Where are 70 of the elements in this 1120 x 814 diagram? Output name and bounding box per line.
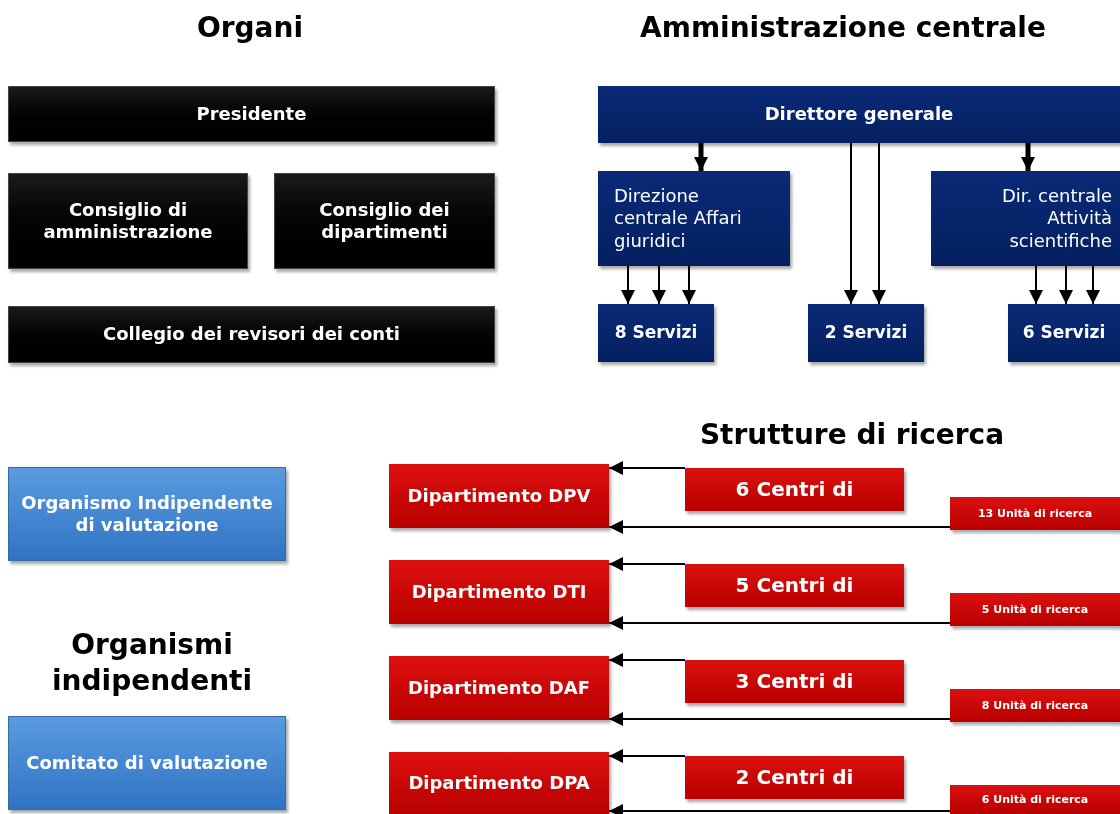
box-label: 5 Unità di ricerca — [981, 602, 1089, 617]
box-label: 3 Centri di — [735, 669, 854, 694]
box-label: 6 Centri di — [735, 477, 854, 502]
org-box — [8, 306, 495, 363]
org-box — [931, 171, 1120, 266]
box-label: Collegio dei revisori dei conti — [103, 323, 400, 346]
box-label: Dipartimento DTI — [411, 580, 587, 604]
box-label: Dipartimento DPA — [408, 771, 590, 795]
box-label: Direttore generale — [764, 103, 954, 126]
box-label: 6 Servizi — [1022, 322, 1106, 344]
box-label: 8 Unità di ricerca — [981, 698, 1089, 713]
box-label: 6 Unità di ricerca — [981, 792, 1089, 807]
box-label: 13 Unità di ricerca — [977, 506, 1093, 521]
org-box — [950, 497, 1120, 530]
org-box — [389, 464, 609, 528]
org-box — [389, 656, 609, 720]
section-heading: Strutture di ricerca — [698, 417, 1006, 453]
arrow — [621, 265, 635, 305]
org-box — [808, 304, 924, 362]
org-box — [598, 171, 790, 266]
org-box — [8, 467, 286, 561]
box-label: Dir. centrale Attività scientifiche — [1001, 184, 1112, 253]
box-label: Organismo Indipendente di valutazione — [20, 491, 274, 537]
section-heading: Amministrazione centrale — [639, 10, 1047, 46]
arrow — [608, 461, 686, 475]
box-label: 5 Centri di — [735, 573, 854, 598]
org-box — [950, 689, 1120, 722]
org-box — [685, 756, 904, 799]
org-box — [1008, 304, 1120, 362]
org-box — [8, 716, 286, 810]
org-box — [685, 468, 904, 511]
box-label: 2 Centri di — [735, 765, 854, 790]
arrow — [694, 143, 708, 171]
arrow — [608, 712, 951, 726]
arrow — [1021, 143, 1035, 171]
arrow — [872, 142, 886, 305]
org-box — [950, 785, 1120, 814]
box-label: Dipartimento DAF — [408, 676, 590, 700]
org-box — [685, 660, 904, 703]
arrow — [1086, 265, 1100, 305]
section-heading: Organi — [195, 10, 305, 46]
box-label: 2 Servizi — [824, 322, 908, 344]
arrow — [608, 616, 951, 630]
org-box — [950, 593, 1120, 626]
arrow — [1059, 265, 1073, 305]
box-label: Consiglio dei dipartimenti — [318, 198, 451, 244]
org-box — [389, 752, 609, 814]
org-box — [8, 86, 495, 142]
org-box — [598, 304, 714, 362]
box-label: Comitato di valutazione — [26, 751, 268, 775]
arrow — [844, 142, 858, 305]
org-box — [274, 173, 495, 269]
arrow — [608, 804, 951, 814]
arrow — [652, 265, 666, 305]
box-label: Dipartimento DPV — [407, 484, 591, 508]
org-box — [8, 173, 248, 269]
arrow — [1029, 265, 1043, 305]
arrow — [608, 557, 686, 571]
box-label: Presidente — [196, 102, 307, 126]
org-box — [389, 560, 609, 624]
section-heading: Organismi indipendenti — [50, 627, 254, 699]
box-label: 8 Servizi — [614, 322, 698, 344]
arrow — [608, 520, 951, 534]
arrow — [608, 653, 686, 667]
org-box — [598, 86, 1120, 143]
arrow — [608, 749, 686, 763]
box-label: Consiglio di amministrazione — [42, 198, 214, 244]
box-label: Direzione centrale Affari giuridici — [614, 184, 743, 253]
arrow — [682, 265, 696, 305]
org-box — [685, 564, 904, 607]
